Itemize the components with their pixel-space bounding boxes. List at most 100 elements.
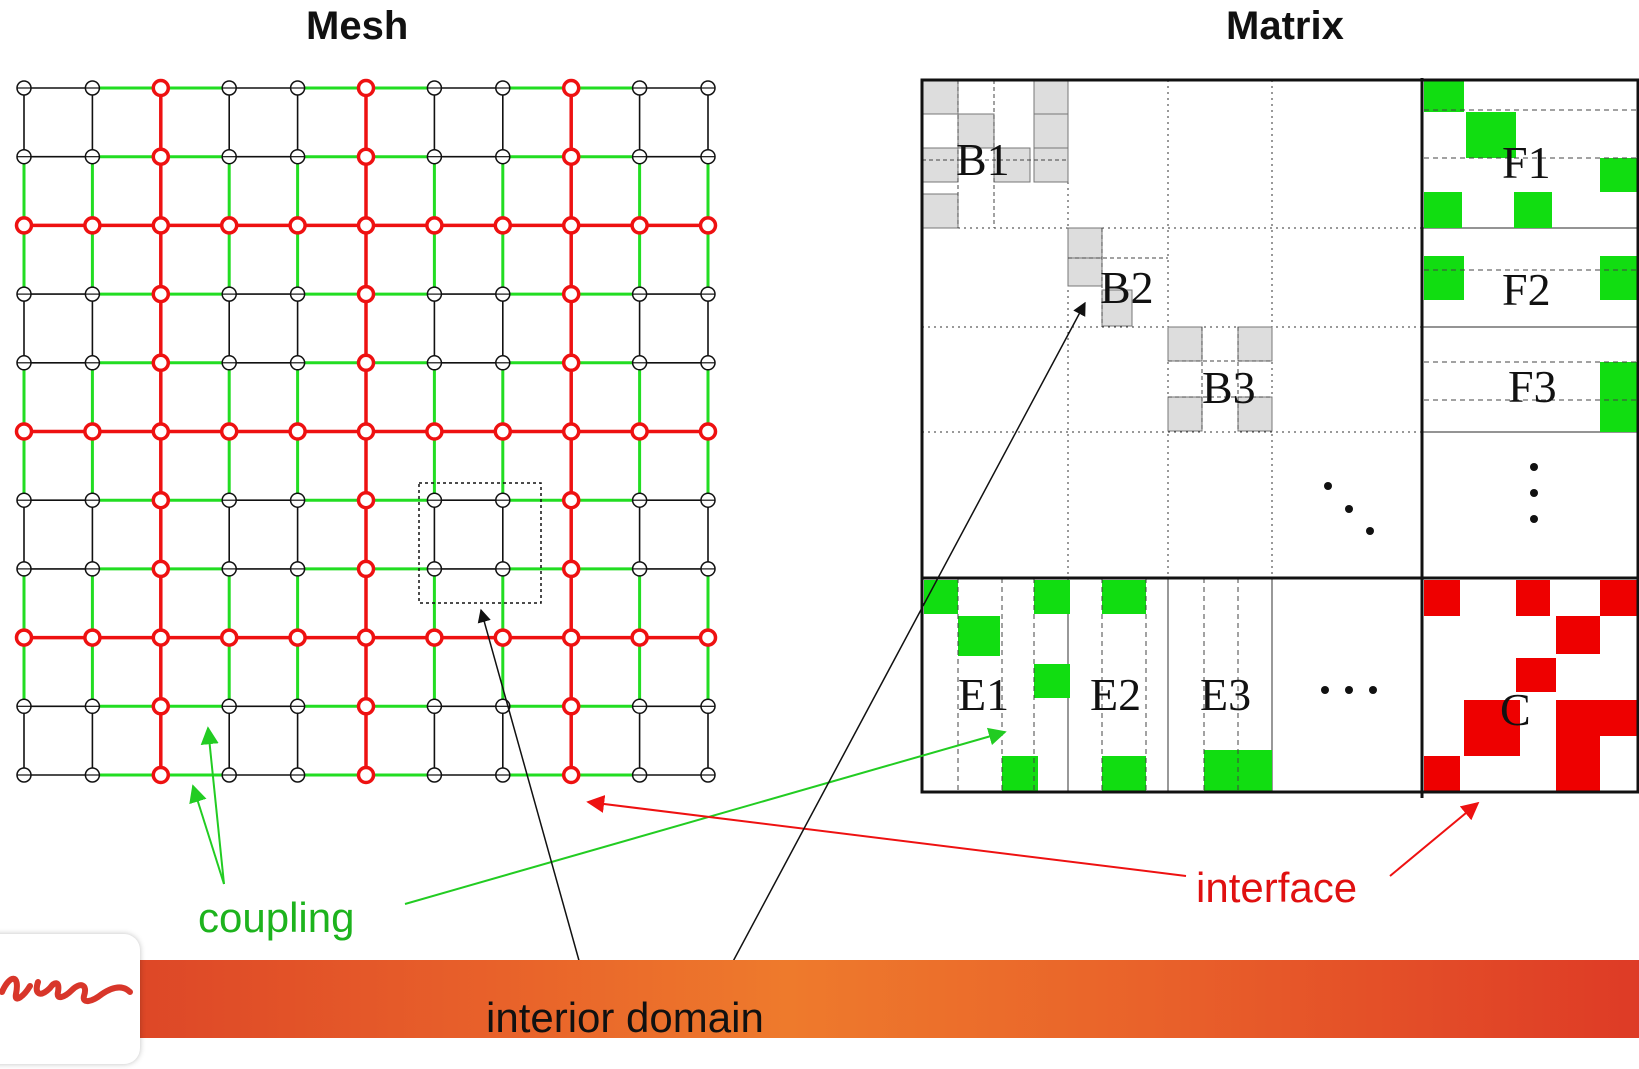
coupling-cell <box>1424 192 1462 228</box>
interface-node <box>561 490 581 510</box>
horizontal-ellipsis <box>1321 686 1377 694</box>
coupling-cell <box>924 580 958 614</box>
interface-node <box>356 628 376 647</box>
interface-node <box>356 697 376 716</box>
interface-node <box>151 147 171 166</box>
interface-node <box>630 422 649 441</box>
interface-cell <box>1424 756 1460 792</box>
matrix-title: Matrix <box>1226 4 1344 48</box>
interface-node <box>219 422 239 441</box>
interface-node <box>14 628 34 647</box>
interface-node <box>151 422 171 441</box>
matrix-diagram: B1 B2 B3 F1 F2 F3 E1 E2 E3 C <box>920 78 1639 798</box>
interface-node <box>151 353 171 373</box>
interface-node <box>493 628 513 647</box>
block-cell <box>1237 396 1273 432</box>
coupling-cell <box>1466 112 1516 158</box>
coupling-cell <box>958 616 1000 656</box>
interface-node <box>561 353 581 373</box>
block-cell <box>1033 79 1069 115</box>
interface-node <box>356 284 376 304</box>
interface-cell <box>1600 580 1638 616</box>
interface-cell <box>1556 700 1600 756</box>
interface-node <box>630 216 649 235</box>
block-cell <box>1067 227 1103 259</box>
interface-node <box>561 697 581 716</box>
interface-node <box>151 490 171 510</box>
interface-node <box>493 422 513 441</box>
interface-node <box>151 628 171 647</box>
block-label-f3: F3 <box>1508 361 1557 412</box>
logo-card <box>0 934 140 1064</box>
coupling-cell <box>1600 256 1638 300</box>
coupling-cell <box>1102 580 1146 614</box>
interface-node <box>151 216 171 235</box>
interface-node <box>14 216 34 235</box>
block-cell <box>1033 147 1069 183</box>
vertical-ellipsis <box>1530 463 1538 523</box>
interface-node <box>288 216 307 235</box>
interface-node <box>425 216 444 235</box>
inria-logo-icon <box>0 975 133 1004</box>
interface-node <box>561 559 581 579</box>
matrix-frame <box>920 78 1639 794</box>
interface-cell <box>1464 700 1520 756</box>
coupling-cell <box>1034 664 1070 698</box>
interface-node <box>561 147 581 166</box>
interface-node <box>83 628 102 647</box>
interface-cell <box>1516 658 1556 692</box>
coupling-cell <box>1424 80 1464 112</box>
block-cell <box>993 147 1031 183</box>
matrix-cells <box>921 79 1638 792</box>
coupling-cell <box>1204 750 1238 792</box>
interface-node <box>151 697 171 716</box>
interface-node <box>356 353 376 373</box>
interface-node <box>561 422 581 441</box>
coupling-cell <box>1514 192 1552 228</box>
interface-node <box>561 216 581 235</box>
block-cell <box>921 193 959 229</box>
diagram-canvas: B1 B2 B3 F1 F2 F3 E1 E2 E3 C <box>14 78 1639 983</box>
interface-node <box>356 559 376 579</box>
interface-node <box>356 490 376 510</box>
block-cell <box>1033 113 1069 149</box>
interior-domain-arrows <box>477 301 1086 983</box>
interface-node <box>219 216 239 235</box>
coupling-cell <box>1238 750 1272 792</box>
interface-node <box>356 422 376 441</box>
interface-node <box>14 422 34 441</box>
interface-node <box>356 78 376 98</box>
coupling-cell <box>1600 362 1638 432</box>
block-label-e3: E3 <box>1200 669 1251 720</box>
interface-node <box>561 765 581 785</box>
interior-domain-label: interior domain <box>486 994 764 1041</box>
coupling-cell <box>1424 256 1464 300</box>
interface-node <box>425 422 444 441</box>
interface-node <box>83 422 102 441</box>
coupling-label: coupling <box>198 894 355 941</box>
coupling-cell <box>1002 756 1038 792</box>
block-cell <box>921 79 959 115</box>
mesh-title: Mesh <box>306 4 409 48</box>
interface-cell <box>1556 756 1600 792</box>
interface-node <box>561 284 581 304</box>
block-cell <box>1067 257 1103 287</box>
block-cell <box>957 113 995 149</box>
interface-node <box>151 559 171 579</box>
interior-domain-box <box>418 482 542 604</box>
interface-cell <box>1516 580 1550 616</box>
interface-node <box>219 628 239 647</box>
interface-node <box>356 147 376 166</box>
interface-node <box>698 628 718 647</box>
interface-node <box>151 78 171 98</box>
mesh-grid <box>14 78 718 785</box>
block-label-b1: B1 <box>956 134 1010 185</box>
coupling-arrows <box>189 726 1007 905</box>
block-label-f1: F1 <box>1502 137 1551 188</box>
coupling-cell <box>1102 756 1146 792</box>
block-label-b3: B3 <box>1202 362 1256 413</box>
diagonal-ellipsis <box>1324 482 1374 535</box>
coupling-cell <box>1034 580 1070 614</box>
block-label-b2: B2 <box>1100 262 1154 313</box>
interface-node <box>561 628 581 647</box>
